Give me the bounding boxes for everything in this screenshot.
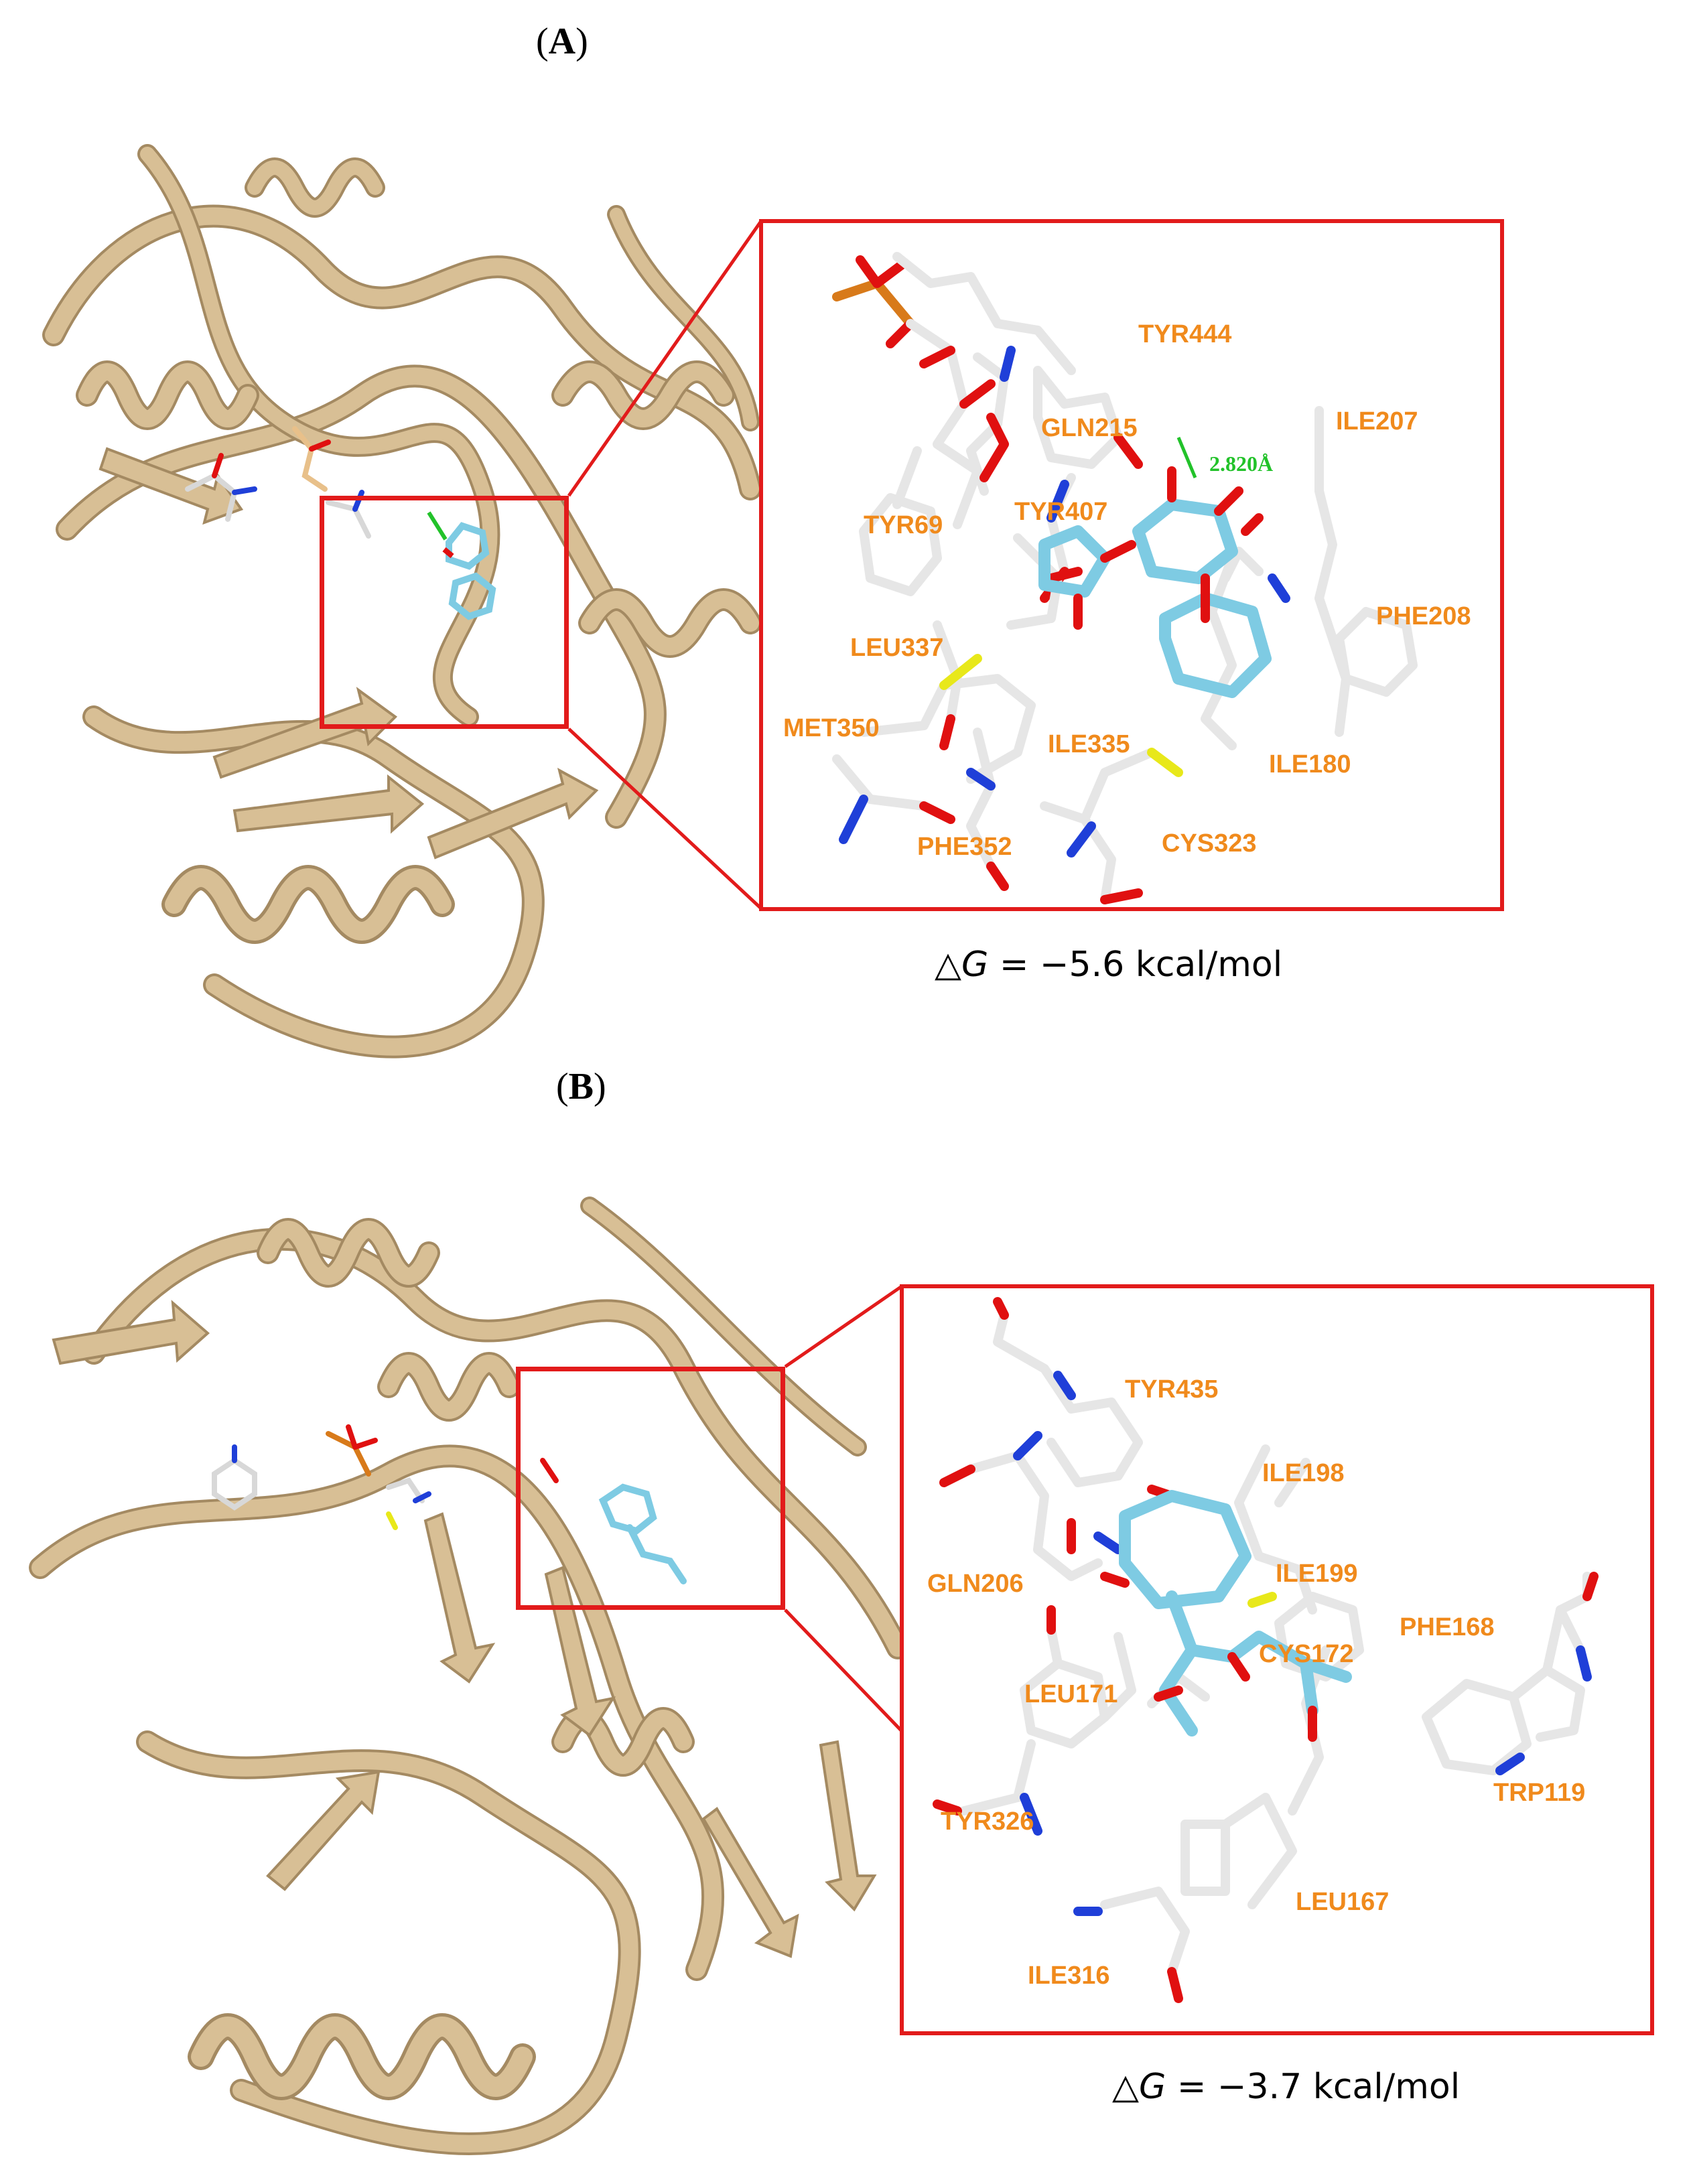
protein-ribbon-b — [29, 1197, 909, 2155]
residue-label-leu171: LEU171 — [1024, 1680, 1118, 1708]
residue-label-leu167: LEU167 — [1296, 1888, 1390, 1916]
binding-site-zoom-panel-a: TYR444 GLN215 ILE207 2.820Å TYR69 TYR407… — [759, 219, 1504, 911]
binding-energy-b: △G = −3.7 kcal/mol — [1112, 2067, 1461, 2107]
binding-site-structure-a — [832, 252, 1418, 904]
residue-label-phe208: PHE208 — [1376, 602, 1471, 630]
residue-label-leu337: LEU337 — [850, 634, 944, 662]
binding-site-highlight-box-b — [516, 1367, 785, 1610]
residue-label-gln215: GLN215 — [1041, 414, 1138, 442]
residue-label-ile199: ILE199 — [1276, 1560, 1358, 1588]
residue-label-tyr69: TYR69 — [864, 511, 943, 539]
panel-b-label: (B) — [556, 1066, 606, 1107]
residue-label-phe352: PHE352 — [917, 833, 1012, 861]
residue-label-cys172: CYS172 — [1259, 1640, 1354, 1668]
residue-label-trp119: TRP119 — [1493, 1779, 1586, 1807]
residue-label-tyr444: TYR444 — [1138, 320, 1232, 348]
binding-energy-a: △G = −5.6 kcal/mol — [935, 945, 1283, 985]
binding-site-highlight-box-a — [320, 496, 569, 729]
residue-label-ile180: ILE180 — [1269, 750, 1351, 778]
residue-label-tyr435: TYR435 — [1125, 1375, 1219, 1404]
panel-a-label: (A) — [536, 21, 588, 62]
residue-label-tyr326: TYR326 — [941, 1807, 1034, 1836]
residue-label-ile335: ILE335 — [1048, 730, 1130, 758]
protein-ribbon-a — [42, 144, 762, 1059]
residue-label-gln206: GLN206 — [927, 1570, 1024, 1598]
residue-label-ile316: ILE316 — [1028, 1962, 1110, 1990]
hbond-distance-label: 2.820Å — [1209, 452, 1274, 476]
residue-label-ile198: ILE198 — [1262, 1459, 1345, 1487]
residue-label-ile207: ILE207 — [1336, 407, 1418, 435]
residue-label-phe168: PHE168 — [1400, 1613, 1495, 1641]
binding-site-structure-b — [933, 1297, 1599, 2003]
residue-label-met350: MET350 — [783, 714, 880, 742]
residue-label-tyr407: TYR407 — [1014, 498, 1108, 526]
binding-site-zoom-panel-b: TYR435 ILE198 GLN206 ILE199 PHE168 CYS17… — [900, 1284, 1654, 2035]
residue-label-cys323: CYS323 — [1162, 829, 1257, 858]
